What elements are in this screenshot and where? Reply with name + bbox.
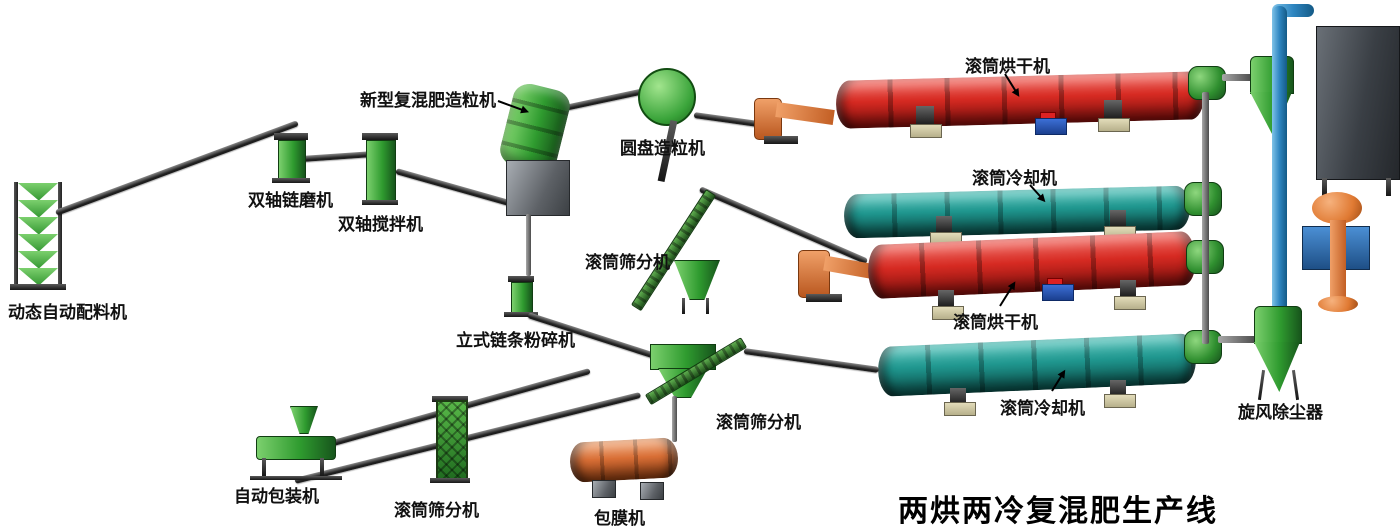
mixer-body: [366, 140, 396, 202]
cyclone-leg: [1291, 369, 1300, 401]
dryer1-feed-flange: [764, 136, 798, 144]
dryer2-feed-flange: [806, 294, 842, 302]
cooler1-support: [936, 216, 952, 232]
dryer2-support: [938, 290, 954, 306]
cooler2-support: [950, 388, 966, 404]
coating-base: [640, 482, 664, 500]
screen1-leg: [706, 298, 709, 314]
screen3-tower: [436, 400, 468, 482]
conveyor-to-dryer2: [698, 186, 869, 265]
label-mixer: 双轴搅拌机: [338, 215, 423, 234]
conveyor-mixer-to-granulator: [395, 168, 522, 210]
label-crusher: 立式链条粉碎机: [456, 331, 575, 350]
conveyor-mill-to-mixer: [301, 150, 375, 162]
packing-hopper: [290, 406, 318, 434]
chain-mill-cap: [274, 133, 308, 140]
label-chain-mill: 双轴链磨机: [248, 191, 333, 210]
crusher-body: [511, 282, 533, 314]
label-batching-machine: 动态自动配料机: [8, 303, 127, 322]
exhaust-pipe-vertical: [1272, 6, 1287, 336]
screen3-cap: [432, 396, 468, 402]
cyclone-body: [1254, 306, 1302, 344]
coating-base: [592, 480, 616, 498]
disc-granulator-pan: [638, 68, 696, 126]
batching-base: [10, 284, 66, 290]
label-cyclone: 旋风除尘器: [1238, 403, 1323, 422]
fan-top: [1312, 192, 1362, 224]
pipe-granulator-down: [526, 214, 531, 276]
crusher-base: [504, 312, 538, 317]
label-packing-machine: 自动包装机: [234, 487, 319, 506]
cooler2-support: [1110, 380, 1126, 396]
label-coating-machine: 包膜机: [594, 509, 645, 528]
pipe-screen2-to-coating: [672, 396, 677, 442]
fan-base: [1318, 296, 1358, 312]
crusher-cap: [508, 276, 534, 282]
mixer-base: [362, 200, 398, 205]
dryer2-motor: [1042, 284, 1074, 301]
label-granulator: 新型复混肥造粒机: [360, 91, 496, 110]
dryer2-support-pad: [932, 306, 964, 320]
dryer1-motor: [1035, 118, 1067, 135]
cooler2-drum: [877, 333, 1197, 397]
label-disc-granulator: 圆盘造粒机: [620, 139, 705, 158]
dryer1-support-pad: [1098, 118, 1130, 132]
chain-mill-body: [278, 140, 306, 180]
coating-drum: [569, 437, 679, 483]
dryer2-drum: [866, 230, 1198, 300]
batching-frame-right: [58, 182, 62, 284]
cooler2-support-pad: [1104, 394, 1136, 408]
mixer-cap: [362, 133, 398, 140]
dryer1-support: [916, 106, 934, 124]
granulator-base: [506, 160, 570, 216]
label-cooler2: 滚筒冷却机: [1000, 399, 1085, 418]
cooler2-support-pad: [944, 402, 976, 416]
dryer2-support: [1120, 280, 1136, 296]
label-screen1: 滚筒筛分机: [585, 253, 670, 272]
label-dryer2: 滚筒烘干机: [953, 313, 1038, 332]
conveyor-disc-to-dryer1: [693, 112, 760, 128]
batching-frame-left: [14, 182, 18, 284]
cooler1-drum: [843, 185, 1191, 239]
chain-mill-base: [272, 178, 310, 183]
screen1-hopper: [674, 260, 720, 300]
label-screen3: 滚筒筛分机: [394, 501, 479, 520]
label-cooler1: 滚筒冷却机: [972, 169, 1057, 188]
dryer2-support-pad: [1114, 296, 1146, 310]
pipe-to-bottom-cyclone: [1218, 336, 1256, 343]
bag-dust-collector: [1316, 26, 1400, 180]
pipe-to-top-cyclone: [1222, 74, 1252, 81]
packing-leg: [262, 458, 266, 476]
fan-column: [1330, 220, 1346, 300]
dust-collector-leg: [1386, 178, 1391, 196]
dryer1-drum: [835, 71, 1205, 129]
cooler1-support: [1110, 210, 1126, 226]
conveyor-granulator-to-disc: [559, 88, 645, 112]
packing-body: [256, 436, 336, 460]
dryer1-feed-pipe: [775, 102, 835, 125]
screen3-base: [430, 478, 470, 483]
conveyor-screen2-to-cooler2: [743, 348, 880, 373]
diagram-title: 两烘两冷复混肥生产线: [898, 495, 1218, 528]
dust-collector-leg: [1322, 178, 1327, 196]
packing-base: [250, 476, 342, 480]
screen1-leg: [682, 298, 685, 314]
cyclone-leg: [1257, 369, 1266, 401]
label-dryer1: 滚筒烘干机: [965, 57, 1050, 76]
dryer1-support: [1104, 100, 1122, 118]
dryer1-support-pad: [910, 124, 942, 138]
label-screen2: 滚筒筛分机: [716, 413, 801, 432]
pipe-right-vertical: [1202, 92, 1209, 344]
packing-leg: [320, 458, 324, 476]
